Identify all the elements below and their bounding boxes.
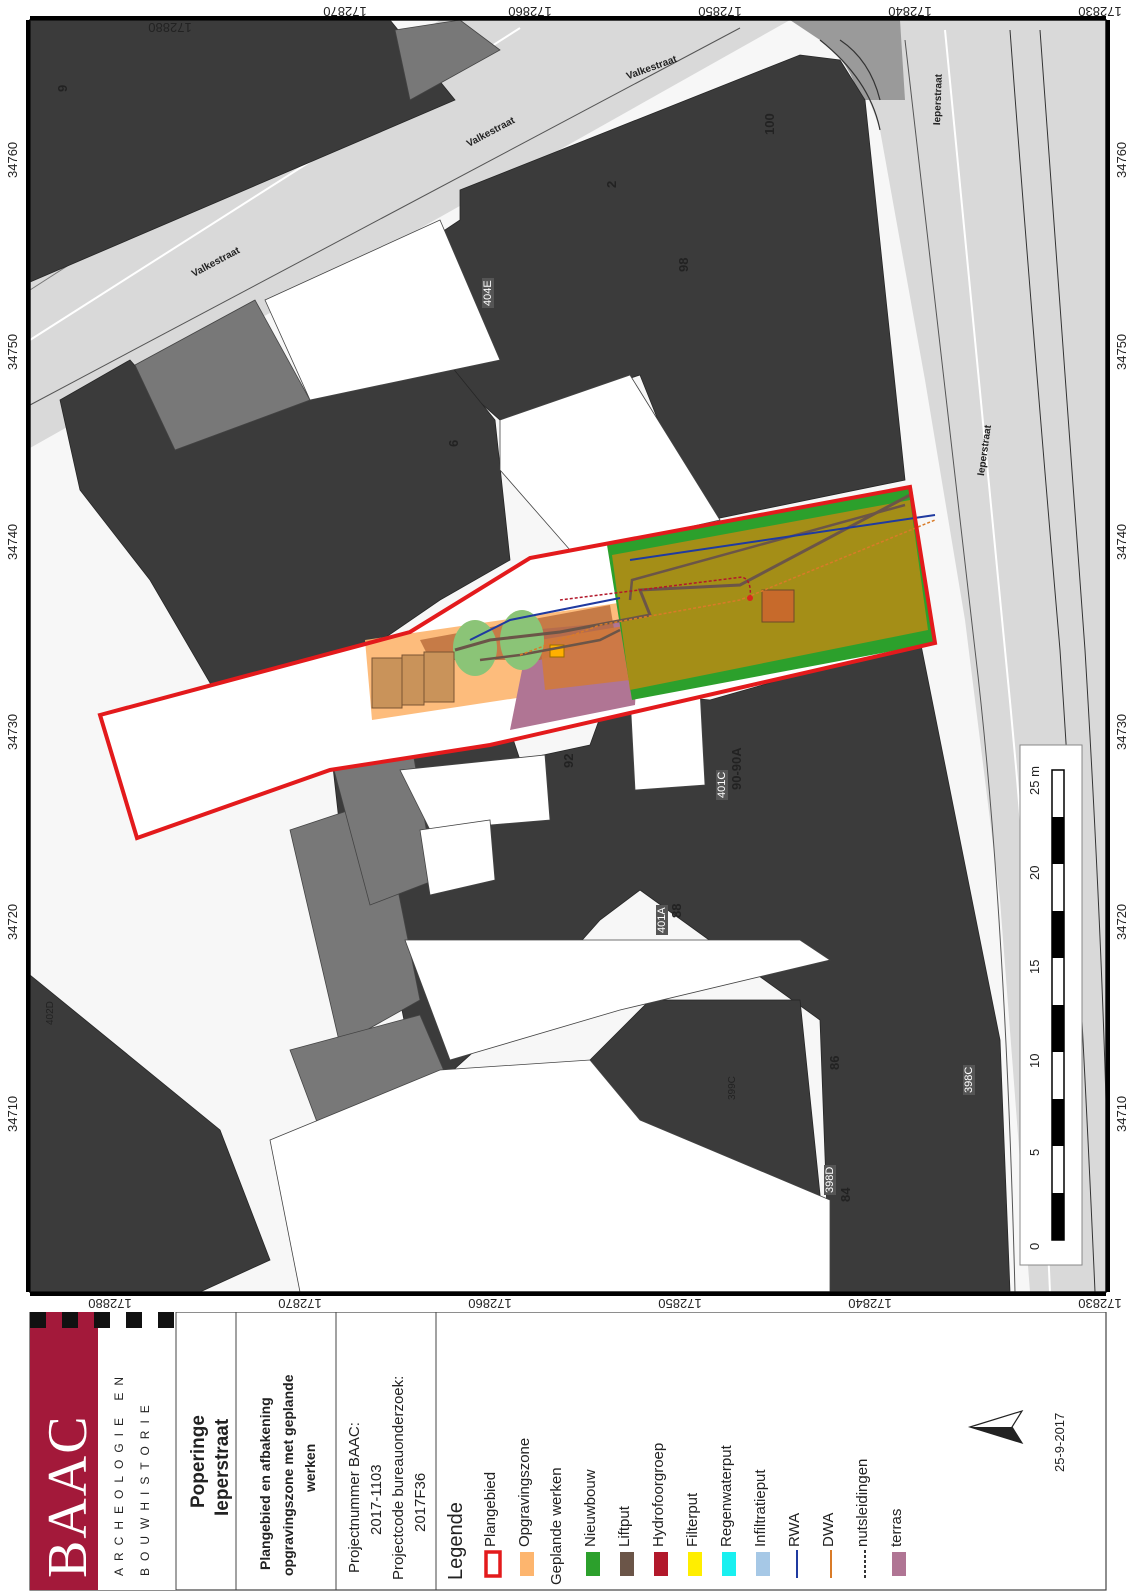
north-arrow-icon xyxy=(967,1409,1024,1445)
y-tick-right-4: 34730 xyxy=(1114,713,1129,750)
scale-label: 15 xyxy=(1027,959,1042,974)
map-date: 25-9-2017 xyxy=(1052,1412,1067,1472)
x-tick-bottom-5: 172840 xyxy=(848,1296,892,1311)
x-tick-top-2: 172870 xyxy=(323,4,367,19)
legend-item-opgravingszone: Opgravingszone xyxy=(516,1437,533,1547)
parcel-label: 402D xyxy=(45,1001,56,1025)
parcels-white xyxy=(264,219,831,1293)
x-tick-bottom-2: 172870 xyxy=(278,1296,322,1311)
y-tick-left-6: 34710 xyxy=(5,1095,20,1132)
legend-item-nieuwbouw: Nieuwbouw xyxy=(582,1469,599,1547)
legend-title: Legende xyxy=(445,1502,467,1580)
legend-item-plangebied: Plangebied xyxy=(482,1471,499,1547)
house-number: 9 xyxy=(55,84,70,92)
logo-subtitle: ARCHEOLOGIE EN xyxy=(112,1369,126,1576)
parcel-label: 401C xyxy=(716,769,728,800)
north-label: N xyxy=(998,1426,1013,1436)
house-number: 6 xyxy=(446,439,461,447)
legend-item-nutsleidingen: nutsleidingen xyxy=(854,1458,871,1547)
legend-item-geplande-werken: Geplande werken xyxy=(548,1467,565,1585)
house-number: 86 xyxy=(827,1055,842,1070)
logo-subtitle: BOUWHISTORIE xyxy=(138,1398,152,1576)
scale-bar xyxy=(1019,744,1083,1266)
legend-item-filterput: Filterput xyxy=(684,1492,701,1547)
project-info: 2017-1103 xyxy=(368,1464,385,1535)
legend-item-liftput: Liftput xyxy=(616,1506,633,1547)
map-subtitle: opgravingszone met geplande xyxy=(280,1374,296,1576)
house-number: 92 xyxy=(561,753,576,768)
scale-label: 20 xyxy=(1027,865,1042,880)
parcel-label: 404E xyxy=(482,278,494,308)
project-info: Projectcode bureauonderzoek: xyxy=(390,1375,407,1580)
parcel-label: 401A xyxy=(656,905,668,935)
street-label-ieperstraat: Ieperstraat xyxy=(932,73,945,126)
house-number: 88 xyxy=(669,903,684,918)
house-number: 98 xyxy=(676,257,691,272)
y-tick-left-1: 34760 xyxy=(5,141,20,178)
parcel-label: 398C xyxy=(963,1064,975,1095)
y-tick-left-3: 34740 xyxy=(5,523,20,560)
cadastral-map xyxy=(26,16,1110,1296)
y-tick-left-4: 34730 xyxy=(5,713,20,750)
scale-label: 25 m xyxy=(1027,766,1042,795)
house-number: 84 xyxy=(838,1187,853,1202)
legend-item-infiltratieput: Infiltratieput xyxy=(752,1469,769,1547)
x-tick-top-6: 172830 xyxy=(1078,4,1122,19)
x-tick-top-1: 172880 xyxy=(148,20,192,35)
map-title: Poperinge xyxy=(188,1415,209,1508)
legend-item-hydrofoorgroep: Hydrofoorgroep xyxy=(650,1442,667,1547)
y-tick-left-2: 34750 xyxy=(5,333,20,370)
scale-label: 10 xyxy=(1027,1053,1042,1068)
project-info: 2017F36 xyxy=(412,1472,429,1532)
legend-item-terras: terras xyxy=(888,1508,905,1547)
map-subtitle: Plangebied en afbakening xyxy=(257,1397,273,1570)
map-title: Ieperstraat xyxy=(212,1418,233,1516)
x-tick-bottom-1: 172880 xyxy=(88,1296,132,1311)
scale-label: 0 xyxy=(1027,1242,1042,1250)
baac-logo: BAAC xyxy=(37,1414,99,1578)
house-number: 2 xyxy=(604,180,619,188)
y-tick-right-5: 34720 xyxy=(1114,903,1129,940)
y-tick-right-1: 34760 xyxy=(1114,141,1129,178)
x-tick-top-4: 172850 xyxy=(698,4,742,19)
buildings-mid xyxy=(134,19,501,1131)
x-tick-bottom-3: 172860 xyxy=(468,1296,512,1311)
x-tick-top-3: 172860 xyxy=(508,4,552,19)
x-tick-bottom-4: 172850 xyxy=(658,1296,702,1311)
y-tick-left-5: 34720 xyxy=(5,903,20,940)
x-tick-top-5: 172840 xyxy=(888,4,932,19)
y-tick-right-2: 34750 xyxy=(1114,333,1129,370)
legend-item-dwa: DWA xyxy=(820,1512,837,1547)
house-number: 90-90A xyxy=(729,747,744,790)
house-number: 100 xyxy=(762,113,777,135)
scale-label: 5 xyxy=(1027,1148,1042,1156)
parcel-label: 398D xyxy=(824,1164,836,1195)
x-tick-bottom-6: 172830 xyxy=(1078,1296,1122,1311)
project-info: Projectnummer BAAC: xyxy=(346,1422,363,1573)
plangebied-area xyxy=(97,484,938,841)
legend-item-regenwaterput: Regenwaterput xyxy=(718,1445,735,1547)
parcel-label: 399C xyxy=(727,1076,738,1100)
legend-item-rwa: RWA xyxy=(786,1512,803,1547)
legend-panel-frame xyxy=(29,1312,1107,1591)
y-tick-right-6: 34710 xyxy=(1114,1095,1129,1132)
y-tick-right-3: 34740 xyxy=(1114,523,1129,560)
map-subtitle: werken xyxy=(302,1443,318,1492)
